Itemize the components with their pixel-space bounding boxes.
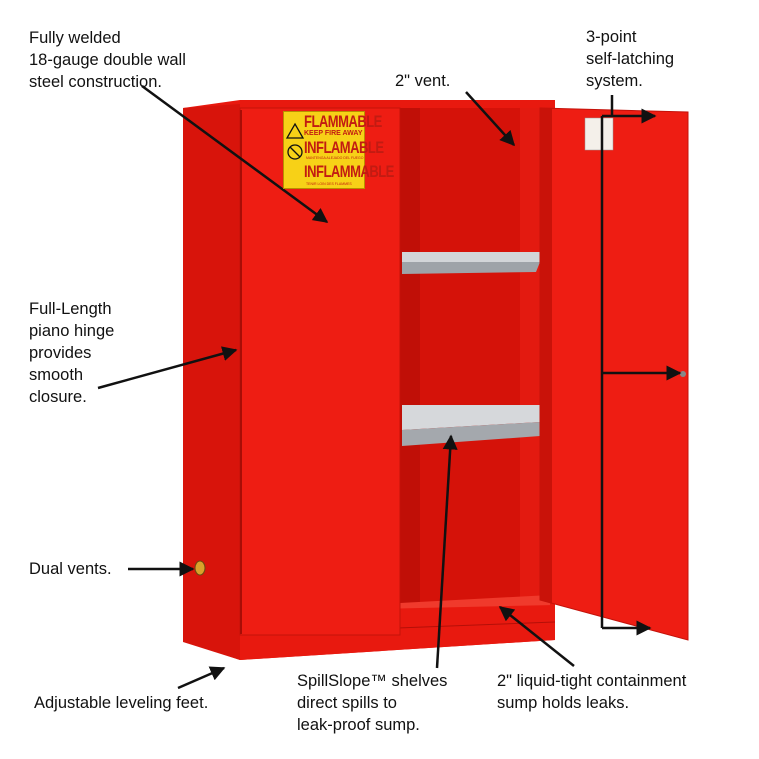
sign-text: INFLAMMABLE: [304, 162, 394, 181]
door-label: [584, 117, 614, 151]
label-feet: Adjustable leveling feet.: [34, 694, 209, 712]
flammable-warning-sign: FLAMMABLE KEEP FIRE AWAY INFLAMABLE MANT…: [283, 111, 394, 189]
label-dual-vents: Dual vents.: [29, 560, 112, 578]
label-sump: 2" liquid-tight containment sump holds l…: [497, 672, 687, 712]
sign-text: INFLAMABLE: [304, 138, 384, 157]
latch-icon: [680, 371, 686, 377]
fire-hazard-icon: [285, 122, 305, 160]
sign-text: FLAMMABLE: [304, 112, 382, 131]
shelf-lower: [402, 405, 540, 446]
sign-text: MANTENGA ALEJADO DEL FUEGO: [306, 156, 364, 160]
label-vent: 2" vent.: [395, 72, 451, 90]
label-construction: Fully welded 18-gauge double wall steel …: [29, 29, 186, 91]
shelf-upper: [402, 252, 540, 274]
sign-text: TENIR LOIN DES FLAMMES: [306, 182, 352, 186]
left-door[interactable]: [239, 107, 401, 636]
callout-arrows: [97, 84, 682, 690]
label-latching: 3-point self-latching system.: [586, 28, 675, 90]
label-hinge: Full-Length piano hinge provides smooth …: [29, 300, 115, 406]
label-shelves: SpillSlope™ shelves direct spills to lea…: [297, 672, 448, 734]
sign-text: KEEP FIRE AWAY: [304, 130, 363, 137]
vent-icon: [194, 560, 206, 576]
